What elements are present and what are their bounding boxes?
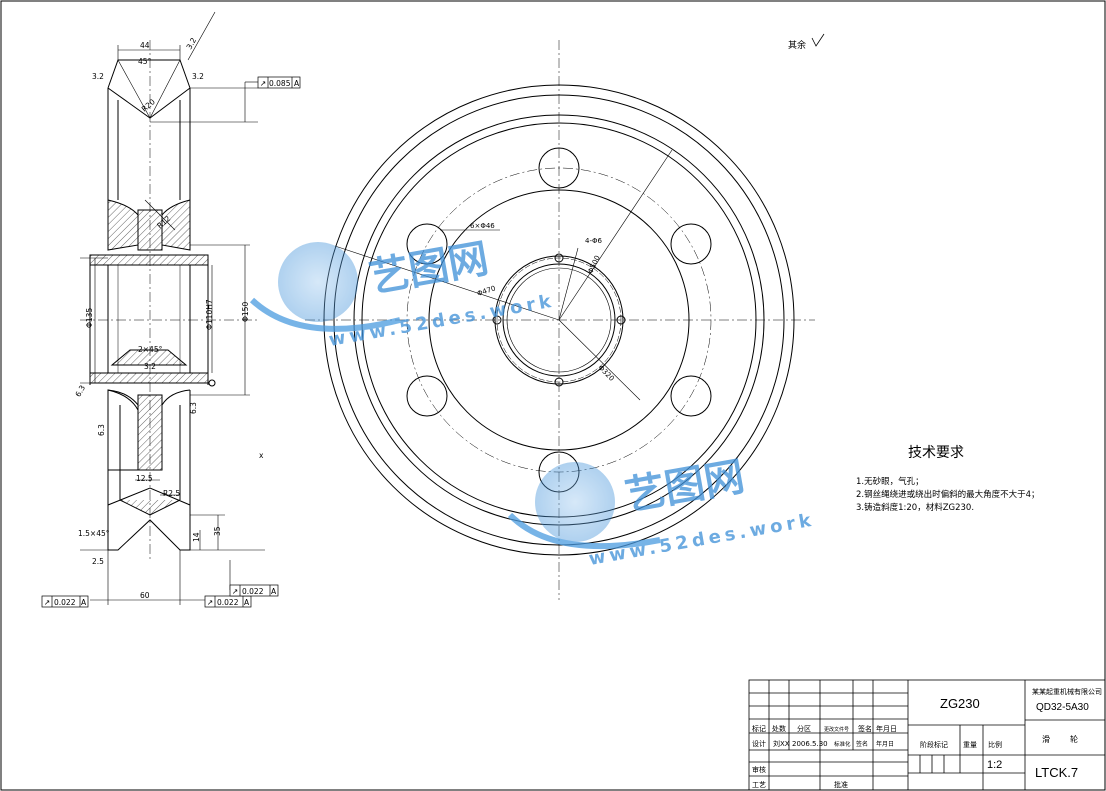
title-block-text: 标记 处数 分区 更改文件号 签名 年月日 设计 刘XX 2006.5.30 标… (752, 687, 1102, 789)
dim-pcd-outer: Φ320 (597, 364, 616, 383)
tol-bottom-right: ↗ 0.022 A (229, 584, 279, 597)
svg-text:↗: ↗ (260, 79, 266, 88)
tech-item-2: 2.钢丝绳绕进或绕出时偏斜的最大角度不大于4； (856, 489, 1040, 500)
tb-company-2: QD32-5A30 (1036, 702, 1089, 713)
tol-bottom-mid: ↗ 0.022 A (204, 595, 252, 608)
tol-top-value: 0.085 (269, 79, 291, 88)
section-view (80, 11, 265, 605)
tb-designer-label: 设计 (752, 739, 766, 748)
tb-std-sign: 签名 (856, 740, 868, 748)
tolerance-frames: ↗ 0.085 A ↗ 0.022 A ↗ 0.022 A ↗ 0.022 A (41, 76, 301, 608)
rough-6-3-b: 6.3 (97, 424, 106, 436)
svg-text:↗: ↗ (207, 598, 213, 607)
tb-company-1: 某某起重机械有限公司 (1032, 687, 1102, 696)
tol-br-datum: A (271, 587, 277, 596)
tol-bottom-left: ↗ 0.022 A (41, 595, 89, 608)
tech-item-1: 1.无砂眼，气孔； (856, 476, 924, 487)
tb-weight: 重量 (963, 741, 977, 749)
dim-60: 60 (140, 591, 150, 600)
svg-text:↗: ↗ (232, 587, 238, 596)
watermark-1: 艺图网 www.52des.work (249, 236, 556, 351)
hole-2 (670, 223, 712, 265)
tb-scale-label: 比例 (988, 740, 1002, 749)
tb-date: 2006.5.30 (792, 740, 828, 748)
watermark-url-2: www.52des.work (587, 509, 816, 569)
hole-5 (406, 375, 448, 417)
dim-r2-5: R2.5 (163, 489, 180, 498)
tech-item-3: 3.铸造斜度1:20，材料ZG230. (856, 502, 974, 513)
tb-process: 工艺 (752, 781, 766, 789)
dim-pcd-inner: Φ500 (587, 254, 602, 274)
dim-bore-left: Φ135 (85, 308, 94, 328)
rough-bore: 3.2 (144, 362, 156, 371)
tb-drawing-no: LTCK.7 (1035, 765, 1078, 780)
tol-top-datum: A (294, 79, 300, 88)
dim-top-width: 44 (140, 41, 150, 50)
dim-35: 35 (213, 526, 222, 536)
rough-right: 3.2 (192, 72, 204, 81)
dim-bore-h7: Φ110H7 (205, 299, 214, 330)
tb-designer-name: 刘XX (773, 739, 790, 748)
hole-3 (670, 375, 712, 417)
dim-groove-radius: R20 (140, 97, 157, 114)
tb-review: 审核 (752, 765, 766, 774)
tb-scale-value: 1:2 (987, 759, 1002, 771)
dim-holes6: 6×Φ46 (470, 222, 495, 230)
dim-2-5: 2.5 (92, 557, 104, 566)
dim-chamfer: 2×45° (138, 345, 163, 354)
dim-hub: Φ150 (241, 302, 250, 322)
tech-requirements: 技术要求 1.无砂眼，气孔； 2.钢丝绳绕进或绕出时偏斜的最大角度不大于4； 3… (856, 445, 1040, 513)
tb-stage: 阶段标记 (920, 740, 948, 749)
svg-text:↗: ↗ (44, 598, 50, 607)
hole-1 (538, 147, 580, 189)
watermark-2: 艺图网 www.52des.work (507, 454, 816, 570)
tech-title: 技术要求 (908, 445, 964, 461)
tol-bm-datum: A (244, 598, 250, 607)
dim-holes4: 4-Φ6 (585, 237, 602, 245)
x-mark: x (259, 451, 264, 460)
tb-std: 标准化 (834, 740, 851, 748)
title-block (748, 679, 1106, 791)
dim-14: 14 (192, 532, 201, 542)
tb-zone: 分区 (797, 724, 811, 733)
tb-material: ZG230 (940, 696, 980, 711)
roughness-note-text: 其余 (788, 39, 806, 51)
tb-part-1: 滑 (1042, 734, 1050, 744)
tb-approve: 批准 (834, 780, 848, 789)
rough-6-3-a: 6.3 (73, 383, 87, 398)
watermark-brand-1: 艺图网 (366, 236, 492, 302)
rough-left: 3.2 (92, 72, 104, 81)
dim-chamfer-bottom: 1.5×45° (78, 529, 110, 538)
dim-12-5: 12.5 (136, 474, 153, 483)
tb-part-2: 轮 (1070, 734, 1078, 744)
rough-top: 3.2 (185, 36, 199, 51)
tb-mark: 标记 (752, 724, 766, 733)
tb-count: 处数 (772, 724, 786, 733)
tb-sign: 签名 (858, 724, 872, 733)
roughness-note: 其余 (788, 33, 825, 51)
tol-br-value: 0.022 (242, 587, 264, 596)
section-dimensions: 44 45° 3.2 3.2 3.2 R20 R12 Φ135 Φ110H7 Φ… (73, 36, 264, 600)
hole-6 (406, 223, 448, 265)
rough-6-3-c: 6.3 (189, 402, 198, 414)
tol-bl-value: 0.022 (54, 598, 76, 607)
tol-bm-value: 0.022 (217, 598, 239, 607)
tb-std-date: 年月日 (876, 740, 894, 748)
tol-bl-datum: A (81, 598, 87, 607)
tb-doc: 更改文件号 (824, 726, 849, 733)
dim-groove-angle: 45° (138, 57, 152, 66)
tb-date-label: 年月日 (876, 724, 897, 733)
tol-top: ↗ 0.085 A (257, 76, 301, 89)
watermark-brand-2: 艺图网 (622, 454, 748, 520)
